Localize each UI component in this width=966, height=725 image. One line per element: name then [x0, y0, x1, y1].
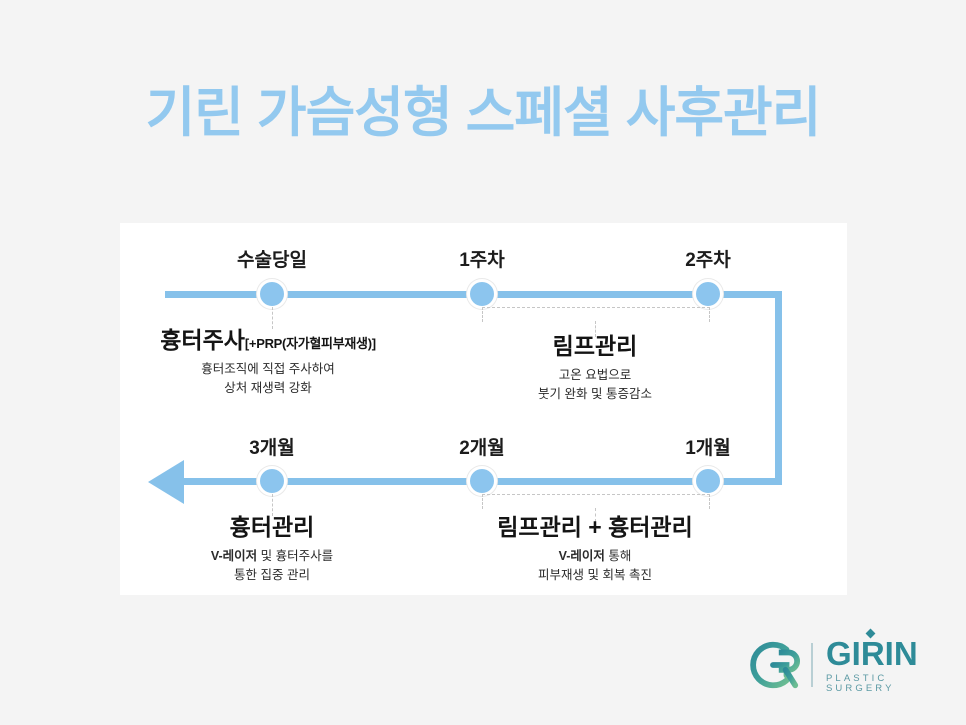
milestone-dot-week-2[interactable]: [693, 279, 723, 309]
treatment-title-scar-injection: 흉터주사[+PRP(자가혈피부재생)]: [160, 327, 376, 353]
treatment-desc-scar-injection: 흉터조직에 직접 주사하여 상처 재생력 강화: [160, 360, 376, 396]
treatment-desc-rest: 통해: [604, 549, 632, 564]
page-title: 기린 가슴성형 스페셜 사후관리: [145, 83, 822, 143]
treatment-title-scar-care: 흉터관리: [211, 514, 333, 540]
milestone-label-month-1: 1개월: [685, 438, 731, 459]
timeline-rail-connector: [775, 291, 782, 485]
treatment-desc-line-1: V-레이저 통해: [497, 547, 693, 565]
treatment-desc-line-1: V-레이저 및 흉터주사를: [211, 547, 333, 565]
logo-name: GIRIN: [826, 628, 956, 672]
treatment-item-lymph-and-scar-care: 림프관리 + 흉터관리 V-레이저 통해 피부재생 및 회복 촉진: [497, 514, 693, 584]
treatment-desc-emphasis: V-레이저: [558, 549, 605, 564]
treatment-desc-line-1: 흉터조직에 직접 주사하여: [201, 362, 335, 377]
connector-bracket-stem-combined: [595, 508, 596, 522]
treatment-desc-line-2: 붓기 완화 및 통증감소: [538, 386, 652, 401]
milestone-dot-surgery-day[interactable]: [257, 279, 287, 309]
connector-surgery-day: [272, 307, 273, 329]
milestone-dot-month-3[interactable]: [257, 466, 287, 496]
connector-bracket-stem-lymph: [595, 321, 596, 337]
milestone-label-month-2: 2개월: [459, 438, 505, 459]
connector-month-3: [272, 494, 273, 516]
treatment-desc-lymph-care: 고온 요법으로 붓기 완화 및 통증감소: [538, 366, 652, 402]
timeline-card: 수술당일 1주차 2주차 흉터주사[+PRP(자가혈피부재생)] 흉터조직에 직…: [120, 223, 847, 595]
treatment-title-text: 림프관리 + 흉터관리: [497, 514, 693, 540]
connector-bracket-lymph: [482, 307, 710, 322]
treatment-desc-emphasis: V-레이저: [210, 549, 258, 564]
brand-logo: GIRIN PLASTIC SURGERY: [744, 628, 956, 694]
treatment-item-scar-care: 흉터관리 V-레이저 및 흉터주사를 통한 집중 관리: [211, 514, 333, 584]
milestone-dot-month-2[interactable]: [467, 466, 497, 496]
timeline-arrow-icon: [148, 460, 184, 504]
treatment-title-lymph-care: 림프관리: [538, 333, 652, 359]
treatment-title-text: 흉터관리: [229, 514, 315, 540]
treatment-desc-line-2: 상처 재생력 강화: [224, 380, 312, 395]
treatment-item-lymph-care: 림프관리 고온 요법으로 붓기 완화 및 통증감소: [538, 333, 652, 403]
logo-tagline: PLASTIC SURGERY: [826, 673, 895, 694]
milestone-dot-month-1[interactable]: [693, 466, 723, 496]
logo-text-block: GIRIN PLASTIC SURGERY: [826, 628, 956, 694]
logo-name-text: GIRIN: [826, 635, 918, 672]
treatment-desc-lymph-and-scar-care: V-레이저 통해 피부재생 및 회복 촉진: [497, 547, 693, 583]
milestone-dot-week-1[interactable]: [467, 279, 497, 309]
milestone-label-week-1: 1주차: [459, 250, 505, 271]
gr-monogram-icon: [744, 637, 802, 693]
treatment-desc-scar-care: V-레이저 및 흉터주사를 통한 집중 관리: [211, 547, 333, 583]
treatment-desc-line-2: 통한 집중 관리: [234, 567, 310, 582]
logo-divider: [811, 643, 813, 687]
treatment-title-text: 흉터주사: [160, 327, 245, 353]
treatment-desc-line-1: 고온 요법으로: [558, 368, 632, 383]
treatment-title-lymph-and-scar-care: 림프관리 + 흉터관리: [497, 514, 693, 540]
treatment-item-scar-injection: 흉터주사[+PRP(자가혈피부재생)] 흉터조직에 직접 주사하여 상처 재생력…: [160, 327, 376, 397]
treatment-desc-rest: 및 흉터주사를: [257, 549, 334, 564]
milestone-label-surgery-day: 수술당일: [237, 250, 307, 271]
milestone-label-week-2: 2주차: [685, 250, 731, 271]
milestone-label-month-3: 3개월: [249, 438, 295, 459]
treatment-title-text: 림프관리: [552, 333, 638, 359]
treatment-title-suffix: [+PRP(자가혈피부재생)]: [244, 336, 376, 351]
treatment-desc-line-2: 피부재생 및 회복 촉진: [538, 567, 652, 582]
connector-bracket-combined: [482, 494, 710, 509]
